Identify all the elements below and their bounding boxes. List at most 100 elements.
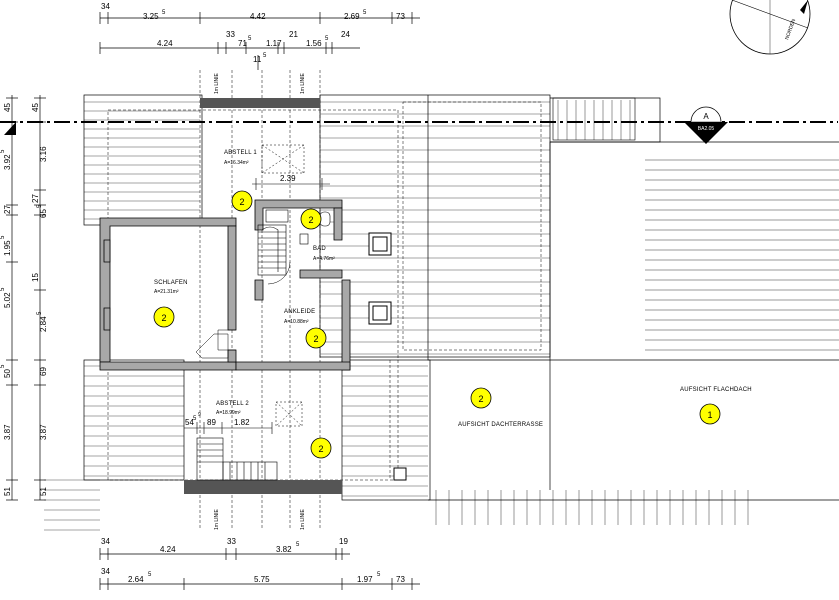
marker-ankleide-text: 2: [313, 334, 318, 344]
section-line: [0, 121, 838, 135]
label-flachdach: AUFSICHT FLACHDACH: [680, 387, 752, 393]
marker-abstell2-text: 2: [318, 444, 323, 454]
stair-lower: [196, 437, 278, 481]
dim-left-45: 45: [3, 103, 12, 112]
dim-top-156-sup: 5: [325, 36, 329, 42]
stair-upper: [257, 224, 287, 276]
roof-outlines: [83, 94, 839, 501]
section-marker-a: A BA2.05: [684, 106, 728, 144]
room-abstell1-area: A=16.34m²: [224, 160, 249, 166]
bottom-dims-row2: 34 2.64 5 5.75 1.97 5 73: [101, 567, 405, 584]
dim-54: 54: [185, 418, 194, 427]
dim-bot-73: 73: [396, 575, 405, 584]
dim-top-71: 71: [238, 39, 247, 48]
dim-bot-197: 1.97: [357, 575, 373, 584]
room-schlafen-area: A=21.31m²: [154, 289, 179, 295]
roof-bars: [184, 98, 342, 494]
marker-terrasse: 2: [470, 387, 492, 409]
dim-239: 2.39: [280, 174, 296, 183]
room-bad-area: A=4.76m²: [313, 256, 335, 262]
dim-9: 9: [198, 412, 201, 418]
bottom-dims-row1: 34 4.24 33 3.82 5 19: [101, 537, 348, 554]
inner-dim-lines: [184, 178, 330, 434]
dim-left-502-sup: 5: [0, 287, 6, 291]
dim-top-117: 1.17: [266, 39, 282, 48]
marker-schlafen: 2: [153, 306, 175, 328]
dim-bot-19: 19: [339, 537, 348, 546]
terrace-stripes: [645, 159, 839, 351]
dim-bot-197-sup: 5: [377, 572, 381, 578]
one-m-line-top-right: 1m LINIE: [300, 72, 306, 94]
dim-bot-382: 3.82: [276, 545, 292, 554]
dim-inner-69: 69: [39, 367, 48, 376]
dim-inner-65: 65: [39, 209, 48, 218]
dim-bot-424: 4.24: [160, 545, 176, 554]
dim-left-387a: 3.87: [3, 424, 12, 440]
dim-top-325-sup: 5: [162, 10, 166, 16]
room-ankleide: ANKLEIDE A=10.88m²: [284, 309, 315, 325]
room-abstell2-area: A=18.99m²: [216, 410, 241, 416]
flat-roof-stripes: [435, 100, 749, 525]
dim-182: 1.82: [234, 418, 250, 427]
dim-inner-284-sup: 5: [37, 311, 43, 315]
dim-left-392: 3.92: [3, 154, 12, 170]
marker-abstell1: 2: [231, 190, 253, 212]
marker-ankleide: 2: [305, 327, 327, 349]
dim-left-50-sup: 5: [0, 364, 6, 368]
door-swings: [195, 261, 291, 359]
marker-flachdach: 1: [699, 403, 721, 425]
room-abstell1-name: ABSTELL 1: [224, 150, 257, 156]
top-dims-row2: 4.24 33 71 5 1.17 21 1.56 5 24 11 5: [157, 30, 350, 64]
roof-windows: [368, 232, 407, 481]
one-m-line-bottom-left: 1m LINIE: [214, 508, 220, 530]
dim-bot-264-sup: 5: [148, 572, 152, 578]
marker-flachdach-text: 1: [707, 410, 712, 420]
dim-inner-27: 27: [31, 194, 40, 203]
top-dims-row1: 34 3.25 5 4.42 2.69 5 73: [101, 2, 405, 21]
left-dims-outer: 45 3.92 5 27 1.95 5 5.02 5 50 5 3.87 51: [0, 103, 12, 496]
marker-abstell2: 2: [310, 437, 332, 459]
room-ankleide-area: A=10.88m²: [284, 319, 309, 325]
marker-bad-text: 2: [308, 215, 313, 225]
dim-left-195-sup: 5: [0, 235, 6, 239]
dim-left-27: 27: [3, 205, 12, 214]
dim-inner-45: 45: [31, 103, 40, 112]
marker-abstell1-text: 2: [239, 197, 244, 207]
room-schlafen-name: SCHLAFEN: [154, 280, 188, 286]
dim-top-11-sup: 5: [263, 53, 267, 59]
dim-bot-575: 5.75: [254, 575, 270, 584]
dim-left-50: 50: [3, 369, 12, 378]
room-abstell2-name: ABSTELL 2: [216, 401, 249, 407]
dim-inner-65-sup: 5: [37, 204, 43, 208]
dim-top-24: 24: [341, 30, 350, 39]
dim-inner-387b: 3.87: [39, 424, 48, 440]
section-ref: BA2.05: [698, 126, 715, 132]
north-arrow: NORDEN: [729, 0, 811, 55]
room-abstell1: ABSTELL 1 A=16.34m²: [224, 150, 257, 166]
dim-top-442: 4.42: [250, 12, 266, 21]
dim-89: 89: [207, 418, 216, 427]
dim-top-325: 3.25: [143, 12, 159, 21]
dim-top-21: 21: [289, 30, 298, 39]
room-bad: BAD A=4.76m²: [313, 246, 335, 262]
roof-dashed-lines: [107, 70, 542, 530]
marker-schlafen-text: 2: [161, 313, 166, 323]
dim-inner-15: 15: [31, 273, 40, 282]
dim-bot-34b: 34: [101, 567, 110, 576]
label-dachterrasse: AUFSICHT DACHTERRASSE: [458, 422, 543, 428]
dim-inner-284: 2.84: [39, 316, 48, 332]
marker-terrasse-text: 2: [478, 394, 483, 404]
dim-top-156: 1.56: [306, 39, 322, 48]
room-abstell2: ABSTELL 2 A=18.99m²: [216, 401, 249, 416]
dim-bot-382-sup: 5: [296, 542, 300, 548]
dim-bot-264: 2.64: [128, 575, 144, 584]
room-ankleide-name: ANKLEIDE: [284, 309, 315, 315]
dim-top-34: 34: [101, 2, 110, 11]
bathroom-fixtures: [265, 209, 331, 245]
left-dimension-chains: [6, 95, 46, 501]
dim-top-424: 4.24: [157, 39, 173, 48]
bottom-dimension-chains: [99, 548, 420, 590]
room-bad-name: BAD: [313, 246, 326, 252]
left-dims-inner: 45 3.16 27 65 5 15 2.84 5 69 3.87 51: [31, 103, 48, 496]
